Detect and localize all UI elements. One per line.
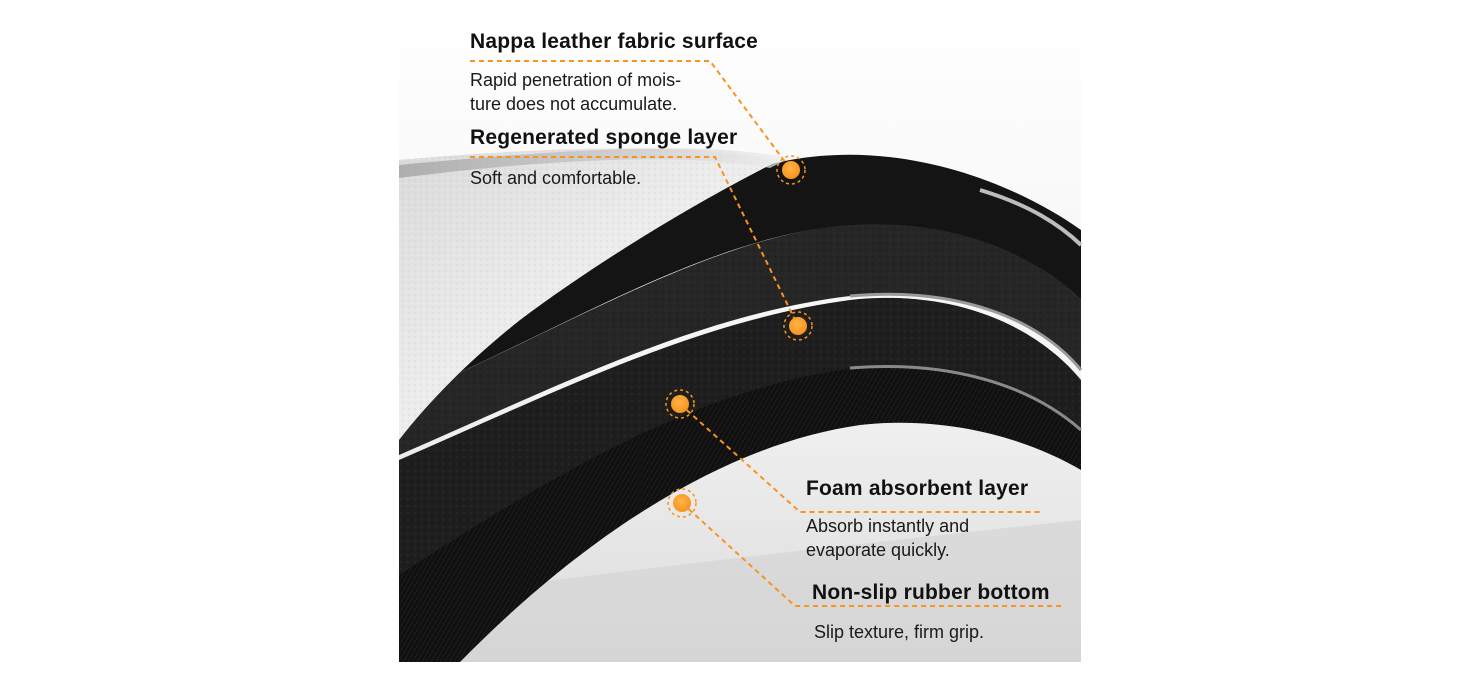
layer-description-foam: Absorb instantly and evaporate quickly. bbox=[806, 514, 969, 562]
layer-title-sponge: Regenerated sponge layer bbox=[470, 126, 738, 149]
layer-title-leather: Nappa leather fabric surface bbox=[470, 30, 759, 53]
callout-dot-foam-ring bbox=[665, 389, 695, 419]
callout-dot-sponge bbox=[789, 317, 807, 335]
layer-description-leather-line-1: Rapid penetration of mois- bbox=[470, 70, 682, 90]
layer-description-sponge-line-1: Soft and comfortable. bbox=[470, 168, 642, 188]
callout-dot-rubber bbox=[673, 494, 691, 512]
leather-top-face bbox=[399, 148, 790, 178]
callout-line-sponge bbox=[470, 156, 799, 327]
layer-description-foam-line-1: Absorb instantly and bbox=[806, 516, 970, 536]
insole-shadow bbox=[399, 520, 1081, 662]
layer-title-foam: Foam absorbent layer bbox=[806, 477, 1029, 500]
callout-dot-foam bbox=[671, 395, 689, 413]
layer-description-sponge: Soft and comfortable. bbox=[470, 166, 641, 190]
layer-description-leather-line-2: ture does not accumulate. bbox=[470, 94, 678, 114]
inner-black-layer bbox=[399, 154, 1081, 400]
callout-dot-rubber-ring bbox=[667, 488, 697, 518]
layer-description-leather: Rapid penetration of mois- ture does not… bbox=[470, 68, 681, 116]
layer-description-rubber-line-1: Slip texture, firm grip. bbox=[814, 622, 985, 642]
callout-dots bbox=[665, 155, 813, 518]
callout-dot-sponge-ring bbox=[783, 311, 813, 341]
foam-texture bbox=[399, 297, 1081, 575]
callout-dot-leather-ring bbox=[776, 155, 806, 185]
sponge-edge-highlight bbox=[849, 292, 1083, 371]
layer-title-rubber: Non-slip rubber bottom bbox=[812, 581, 1050, 604]
leather-texture bbox=[399, 148, 780, 440]
callout-lines bbox=[470, 60, 1065, 607]
callout-dot-leather bbox=[782, 161, 800, 179]
layer-description-rubber: Slip texture, firm grip. bbox=[814, 620, 984, 644]
sponge-texture bbox=[399, 223, 1081, 455]
layer-description-foam-line-2: evaporate quickly. bbox=[806, 540, 950, 560]
foam-edge-highlight bbox=[849, 365, 1082, 432]
inner-edge-highlight bbox=[979, 188, 1083, 247]
